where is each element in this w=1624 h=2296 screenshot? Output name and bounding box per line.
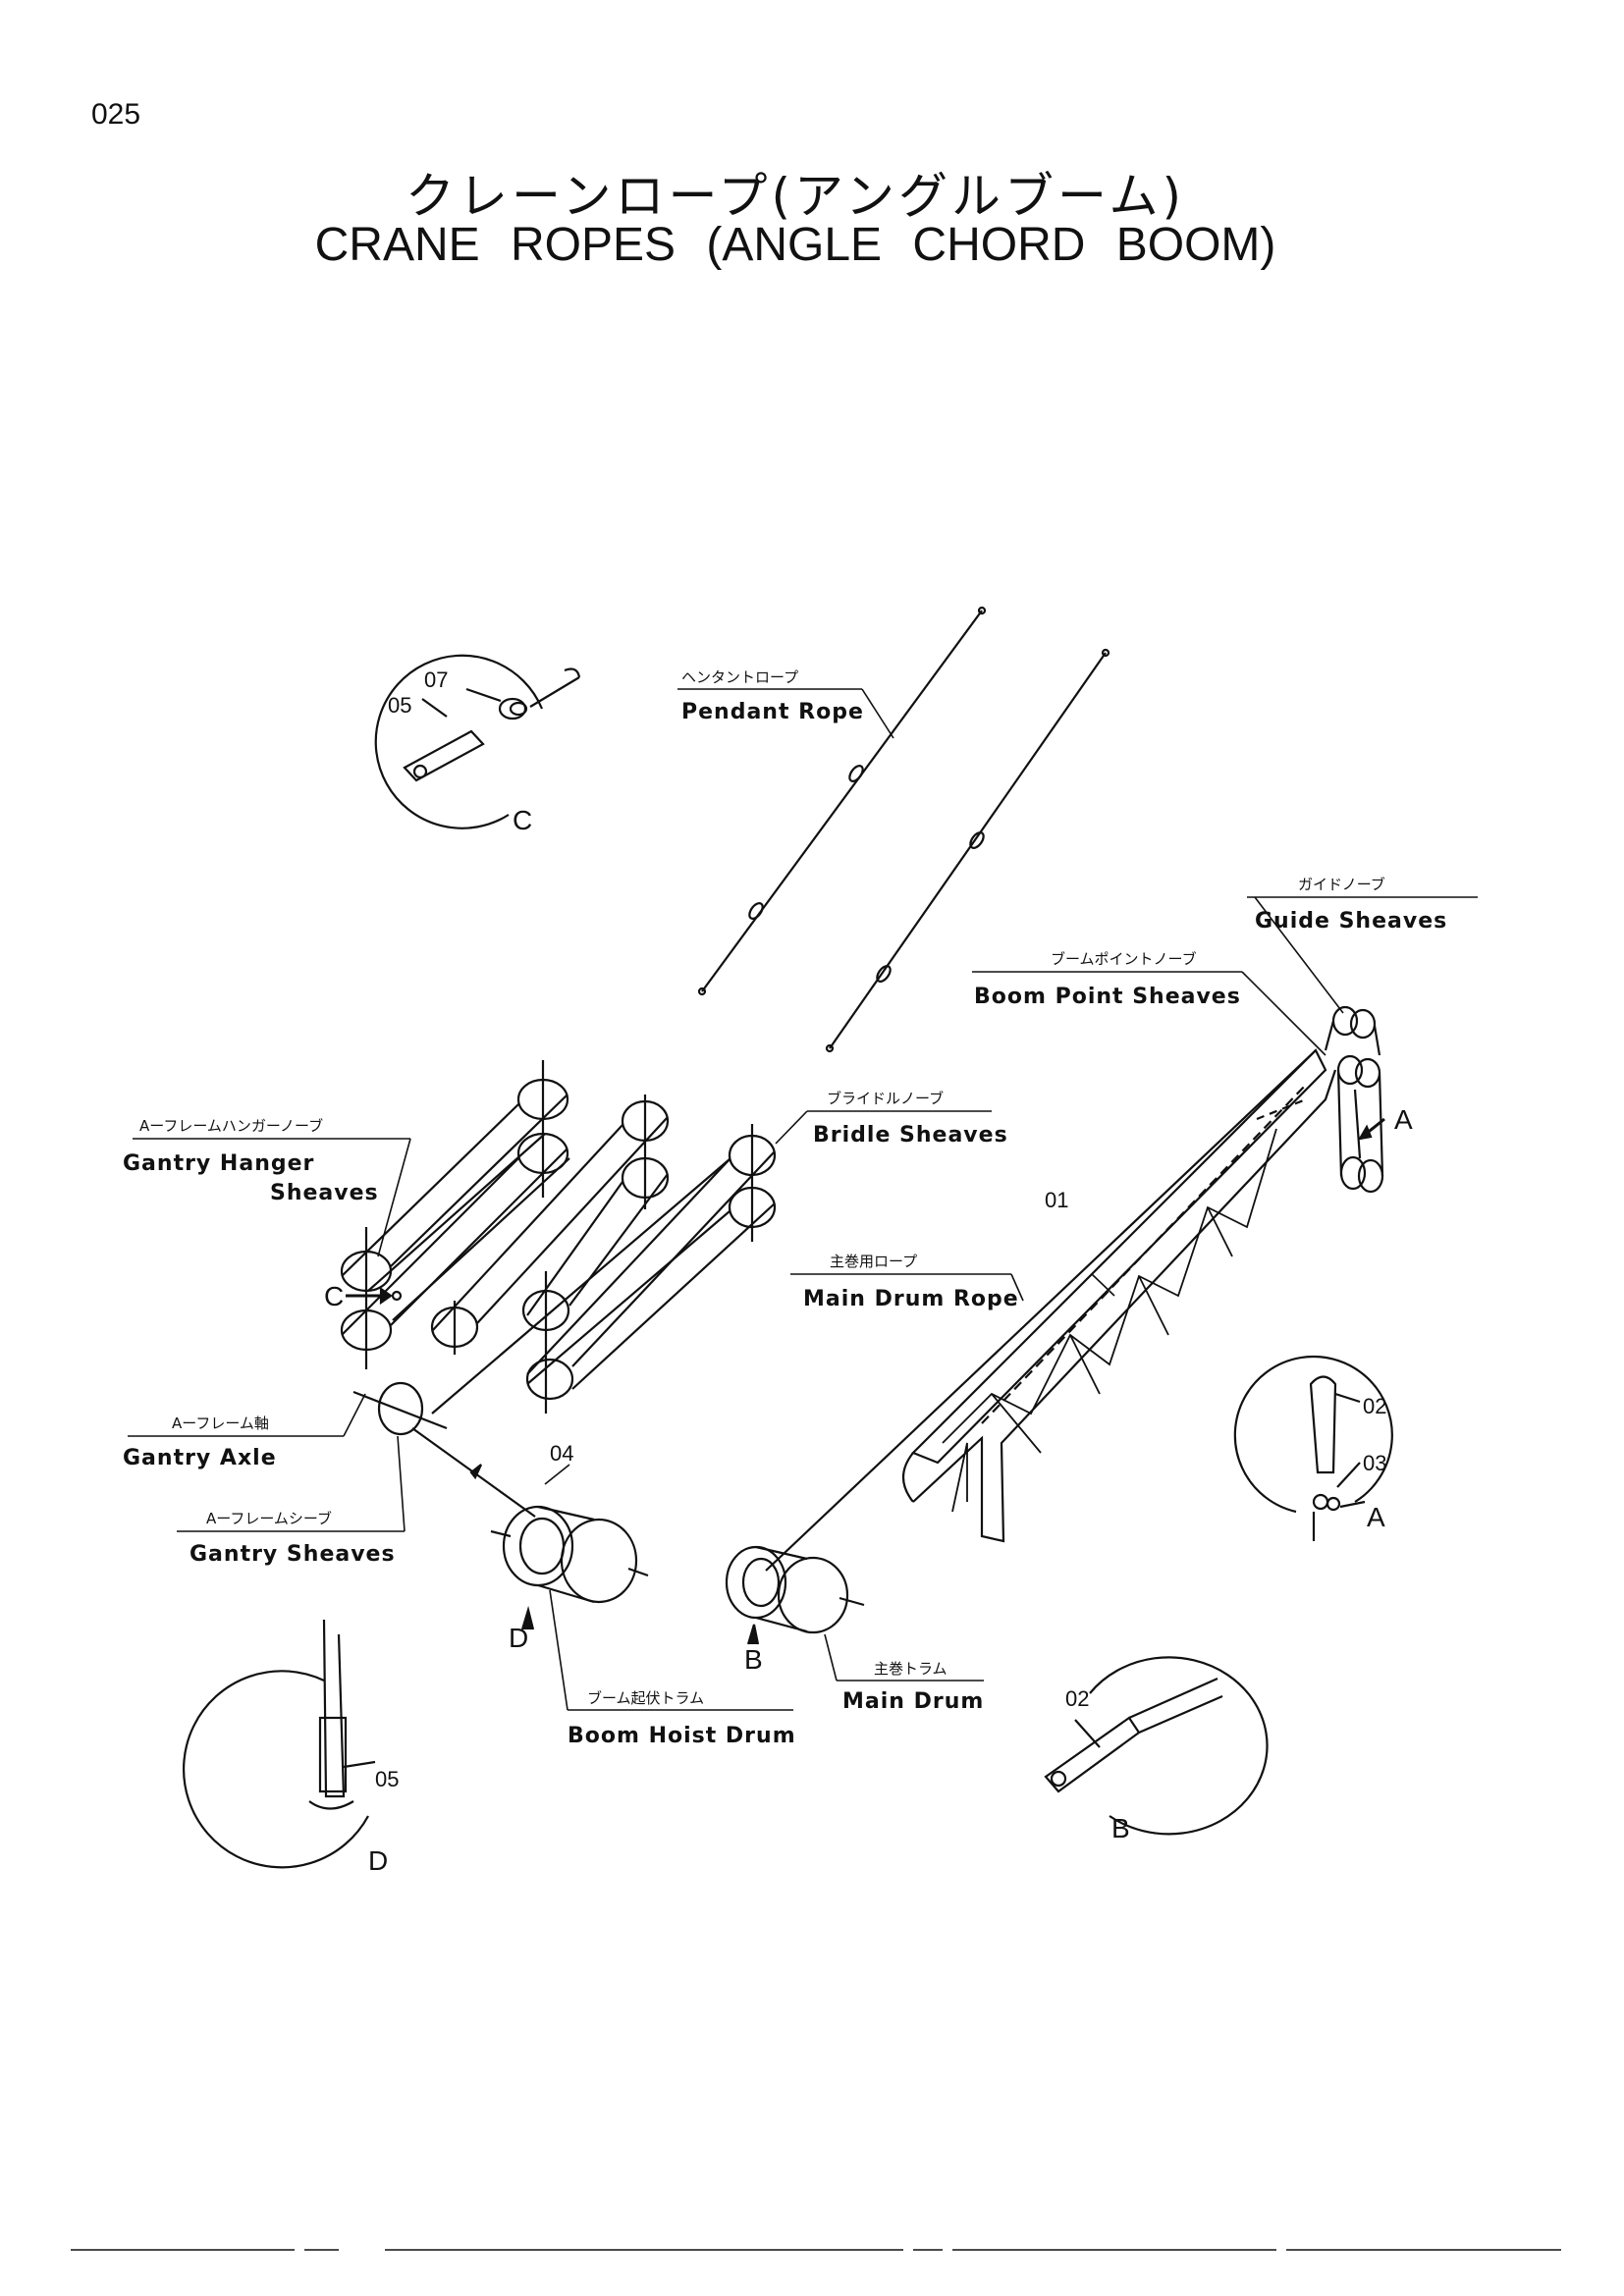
part-number-03: 03 xyxy=(1363,1451,1386,1475)
bridle-sheaves-label: Bridle Sheaves xyxy=(813,1123,1008,1148)
detail-b-circle xyxy=(1044,1656,1269,1836)
boom-hoist-drum-label: Boom Hoist Drum xyxy=(568,1724,796,1748)
part-number-01: 01 xyxy=(1045,1188,1068,1212)
gantry-axle-sheave xyxy=(352,1381,536,1518)
detail-letter-d-arrow: D xyxy=(509,1623,528,1653)
detail-letter-b-arrow: B xyxy=(744,1644,763,1675)
boom-structure xyxy=(901,1048,1337,1543)
guide-sheaves-label: Guide Sheaves xyxy=(1255,909,1447,934)
gantry-hanger-sheaves-jp: Aーフレームハンガーノーブ xyxy=(139,1117,323,1135)
gantry-axle-jp: Aーフレーム軸 xyxy=(172,1415,269,1432)
gantry-axle-label: Gantry Axle xyxy=(123,1446,277,1470)
page-number: 025 xyxy=(91,98,141,131)
detail-letter-c: C xyxy=(513,805,532,835)
pendant-rope-label: Pendant Rope xyxy=(681,700,864,724)
part-number-07: 07 xyxy=(424,667,448,692)
boom-hoist-drum xyxy=(490,1505,649,1630)
boom-hoist-drum-jp: ブーム起伏トラム xyxy=(587,1689,704,1707)
pendant-ropes xyxy=(697,606,1110,1053)
detail-c-circle xyxy=(374,654,581,829)
part-number-02-detail-b: 02 xyxy=(1065,1686,1089,1711)
main-drum xyxy=(725,1049,1317,1645)
gantry-hanger-sheaves-label-1: Gantry Hanger xyxy=(123,1151,314,1176)
boom-point-sheaves-label: Boom Point Sheaves xyxy=(974,985,1241,1009)
main-drum-label: Main Drum xyxy=(842,1689,984,1714)
middle-sheave-group xyxy=(392,1095,670,1414)
main-drum-rope-label: Main Drum Rope xyxy=(803,1287,1019,1311)
part-number-05-detail-d: 05 xyxy=(375,1767,399,1791)
detail-letter-b: B xyxy=(1111,1813,1130,1843)
detail-letter-d: D xyxy=(368,1845,388,1876)
boom-point-sheaves-jp: ブームポイントノーブ xyxy=(1051,950,1197,968)
main-drum-jp: 主巻トラム xyxy=(874,1660,947,1678)
part-number-04: 04 xyxy=(550,1441,573,1466)
pendant-rope-jp: ヘンタントロープ xyxy=(681,668,798,686)
gantry-hanger-sheaves-label-2: Sheaves xyxy=(270,1181,379,1205)
boom-head-sheaves xyxy=(1324,1005,1385,1194)
detail-a-circle xyxy=(1233,1355,1393,1541)
part-number-05: 05 xyxy=(388,693,411,718)
detail-d-circle xyxy=(183,1619,376,1869)
gantry-sheaves-jp: Aーフレームシーブ xyxy=(206,1510,332,1527)
title-english: CRANE ROPES (ANGLE CHORD BOOM) xyxy=(314,219,1276,271)
bridle-sheaves-jp: ブライドルノーブ xyxy=(827,1090,944,1107)
gantry-hanger-sheaves xyxy=(340,1060,569,1369)
detail-letter-a: A xyxy=(1367,1502,1385,1532)
c-arrow xyxy=(346,1286,403,1306)
detail-letter-a-arrow: A xyxy=(1394,1104,1413,1135)
detail-letter-c-arrow: C xyxy=(324,1281,344,1311)
title-japanese: クレーンロープ(アングルブーム) xyxy=(405,168,1185,225)
part-number-02-detail-a: 02 xyxy=(1363,1394,1386,1418)
leader-lines xyxy=(128,688,1478,1711)
main-drum-rope-jp: 主巻用ロープ xyxy=(830,1253,917,1270)
bridle-sheaves xyxy=(431,1124,777,1415)
gantry-sheaves-label: Gantry Sheaves xyxy=(189,1542,396,1567)
guide-sheaves-jp: ガイドノーブ xyxy=(1298,876,1385,893)
